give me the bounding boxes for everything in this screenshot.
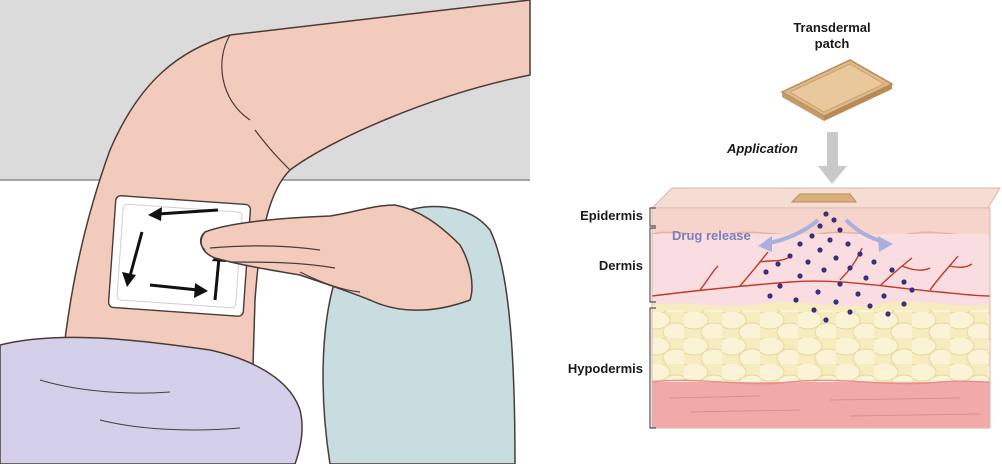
- patch-title-line2: patch: [815, 36, 850, 51]
- application-arrow-icon: [818, 132, 847, 184]
- patch-on-skin: [792, 194, 856, 202]
- transdermal-patch-icon: [782, 60, 892, 121]
- skin-diagram: Transdermal patch Application: [568, 20, 1000, 428]
- dermis-label: Dermis: [599, 258, 643, 273]
- epidermis-label: Epidermis: [580, 208, 643, 223]
- arm-illustration: [0, 0, 530, 464]
- application-label: Application: [726, 141, 798, 156]
- hypodermis-fat-layer: [652, 306, 990, 382]
- dermis-layer: [652, 234, 990, 306]
- drug-release-label: Drug release: [672, 228, 751, 243]
- hypodermis-label: Hypodermis: [568, 361, 643, 376]
- patch-title-line1: Transdermal: [793, 20, 870, 35]
- muscle-layer: [652, 382, 990, 428]
